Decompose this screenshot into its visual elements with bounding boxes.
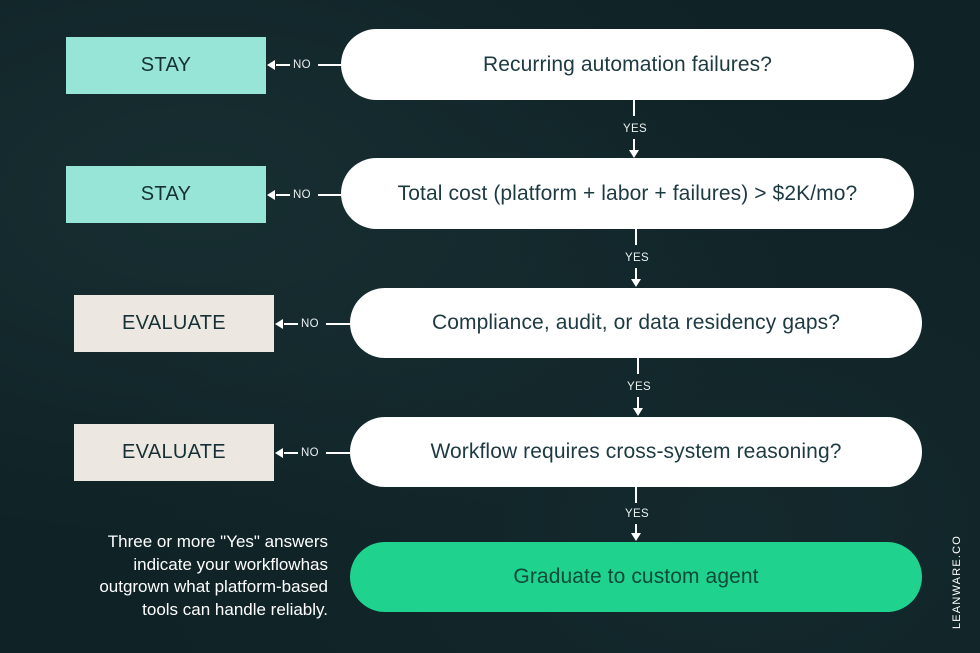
- yes-connector-line: [637, 358, 639, 374]
- yes-arrow-head: [631, 279, 641, 287]
- no-arrow-head: [267, 60, 275, 70]
- no-label: NO: [293, 189, 311, 201]
- no-arrow-head: [267, 190, 275, 200]
- summary-note-line: tools can handle reliably.: [142, 599, 328, 619]
- yes-connector-line: [635, 268, 637, 280]
- outcome-label: EVALUATE: [122, 441, 226, 463]
- summary-note-line: outgrown what platform-based: [99, 577, 328, 596]
- no-arrow-head: [275, 319, 283, 329]
- yes-connector-line: [633, 100, 635, 116]
- no-arrow-head: [275, 448, 283, 458]
- yes-connector-line: [635, 524, 637, 534]
- yes-connector-line: [635, 229, 637, 245]
- yes-connector-line: [637, 397, 639, 409]
- no-connector-line: [318, 64, 341, 66]
- outcome-evaluate-box: EVALUATE: [74, 424, 274, 481]
- question-compliance-gaps: Compliance, audit, or data residency gap…: [350, 288, 922, 358]
- question-total-cost: Total cost (platform + labor + failures)…: [341, 158, 914, 229]
- outcome-label: STAY: [140, 183, 192, 205]
- summary-note-line: Three or more "Yes" answers: [107, 532, 328, 551]
- yes-arrow-head: [631, 533, 641, 541]
- yes-connector-line: [633, 139, 635, 151]
- outcome-label: EVALUATE: [122, 312, 226, 334]
- outcome-stay-box: STAY: [66, 37, 266, 94]
- yes-label: YES: [623, 123, 647, 135]
- yes-label: YES: [627, 381, 651, 393]
- no-connector-line: [318, 194, 341, 196]
- outcome-label: STAY: [140, 54, 192, 76]
- no-connector-line: [326, 452, 350, 454]
- yes-label: YES: [625, 252, 649, 264]
- no-connector-line: [276, 64, 290, 66]
- yes-label: YES: [625, 508, 649, 520]
- question-cross-system-reasoning: Workflow requires cross-system reasoning…: [350, 417, 922, 487]
- no-label: NO: [293, 59, 311, 71]
- no-connector-line: [284, 323, 298, 325]
- no-label: NO: [301, 447, 319, 459]
- yes-arrow-head: [633, 408, 643, 416]
- brand-watermark: LEANWARE.CO: [951, 534, 963, 630]
- question-text: Recurring automation failures?: [483, 52, 772, 76]
- question-text: Total cost (platform + labor + failures)…: [397, 181, 858, 205]
- final-outcome-pill: Graduate to custom agent: [350, 542, 922, 612]
- summary-note-line: indicate your workflowhas: [133, 554, 328, 574]
- no-connector-line: [326, 323, 350, 325]
- yes-connector-line: [635, 487, 637, 503]
- summary-note: Three or more "Yes" answers indicate you…: [40, 531, 328, 621]
- question-text: Compliance, audit, or data residency gap…: [431, 311, 841, 334]
- no-connector-line: [276, 194, 290, 196]
- question-recurring-failures: Recurring automation failures?: [341, 29, 914, 100]
- final-outcome-text: Graduate to custom agent: [513, 565, 759, 588]
- no-label: NO: [301, 318, 319, 330]
- yes-arrow-head: [629, 150, 639, 158]
- outcome-evaluate-box: EVALUATE: [74, 295, 274, 352]
- question-text: Workflow requires cross-system reasoning…: [430, 440, 842, 463]
- no-connector-line: [284, 452, 298, 454]
- outcome-stay-box: STAY: [66, 166, 266, 223]
